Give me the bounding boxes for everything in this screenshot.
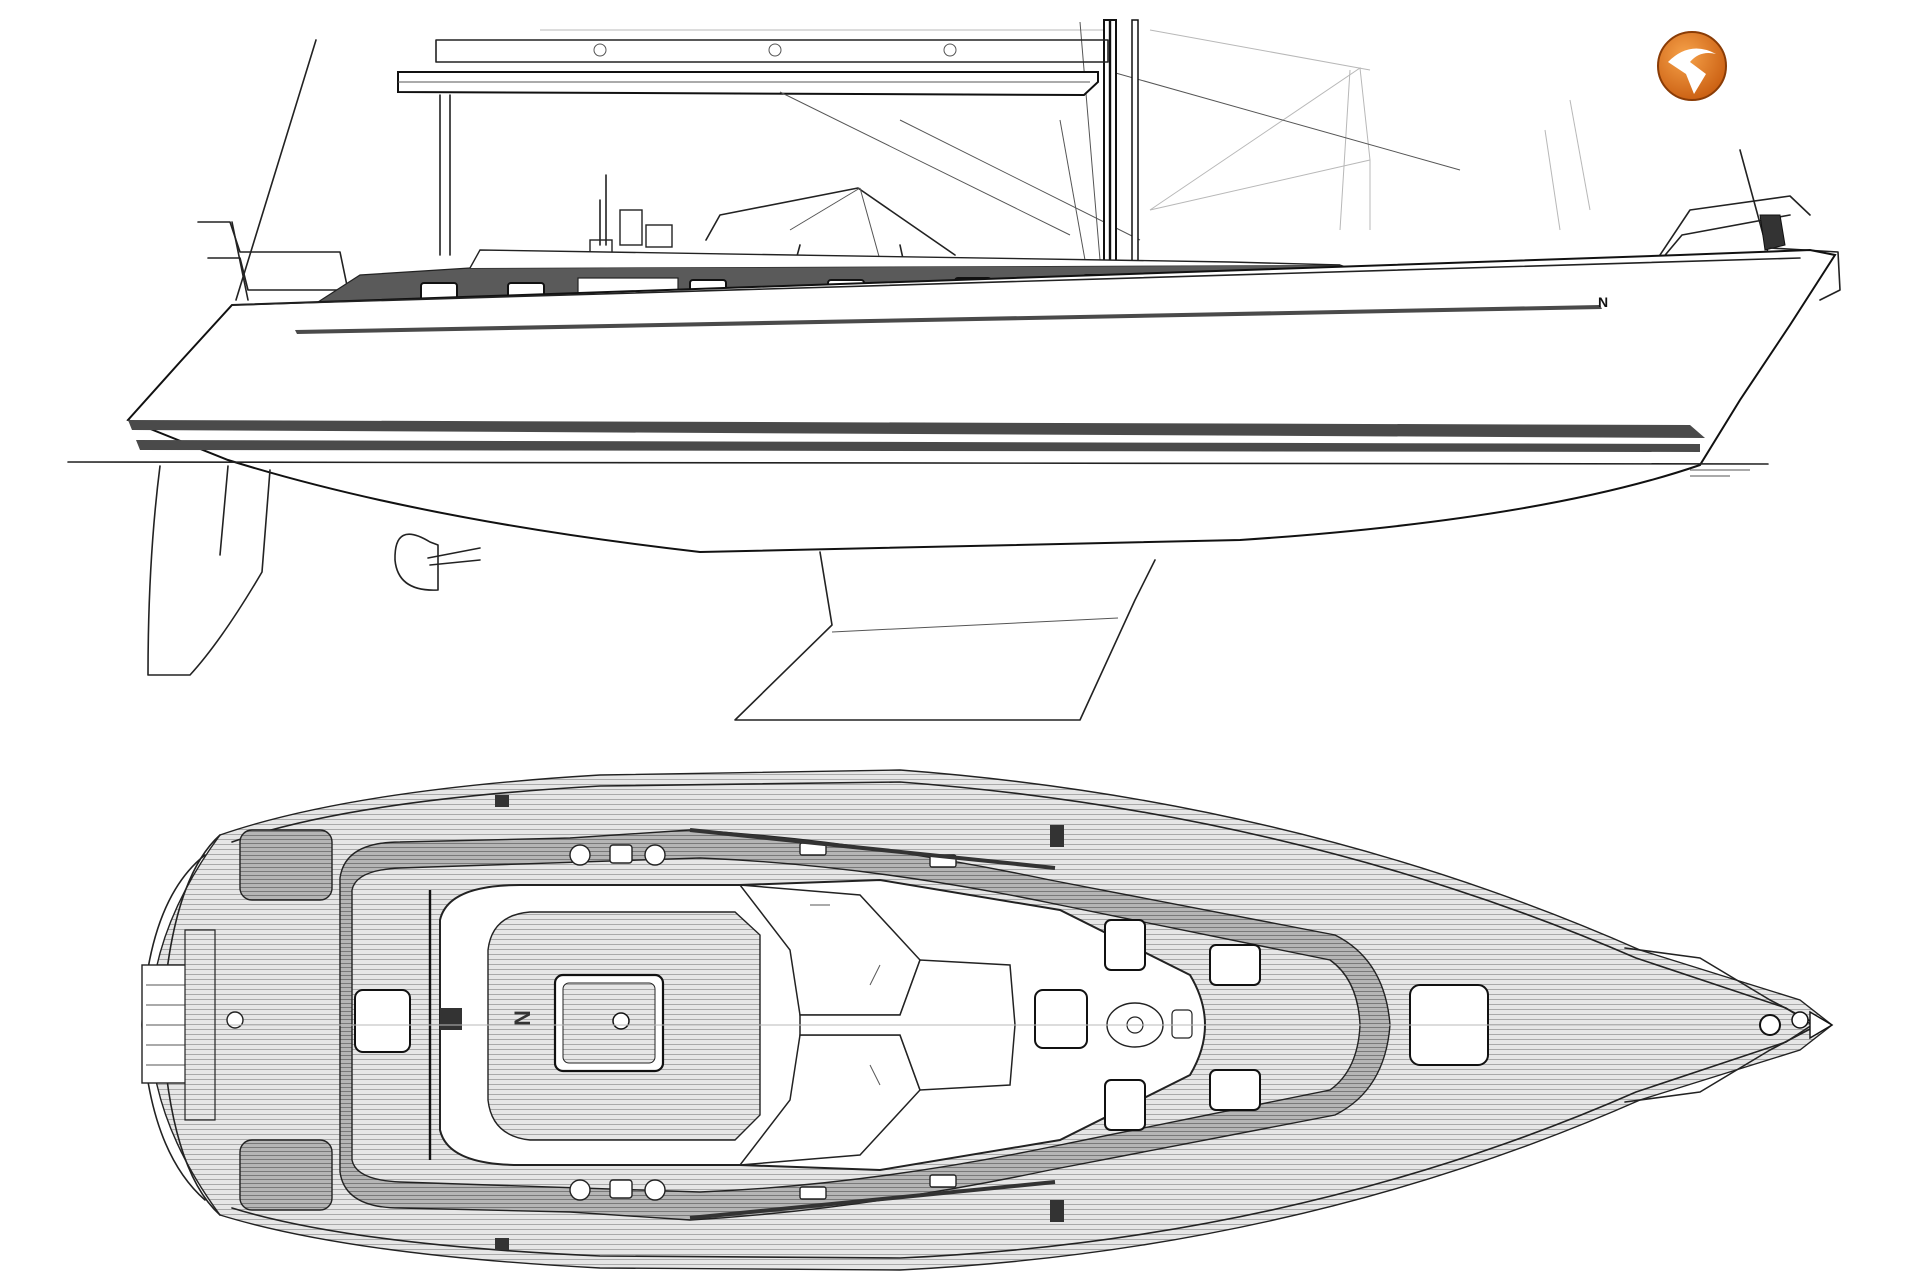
svg-text:N: N — [510, 1010, 535, 1026]
rigging-lines — [235, 21, 1591, 301]
underwater-appendages — [147, 465, 1156, 721]
hatch — [1209, 944, 1261, 986]
stern-pulpit — [197, 221, 351, 301]
boom — [397, 39, 1109, 256]
hatch — [1209, 1069, 1261, 1111]
hatch — [1104, 919, 1146, 971]
hatch — [354, 989, 411, 1053]
svg-text:N: N — [1598, 294, 1608, 310]
hull-profile: N — [126, 248, 1837, 554]
stern-seats — [239, 829, 333, 1211]
deck-plan-view: N — [141, 769, 1834, 1271]
genoa-tracks — [689, 828, 1056, 1220]
side-profile-view: N — [67, 19, 1841, 721]
aft-cabin-top: N — [487, 911, 761, 1141]
broker-logo-icon — [1657, 31, 1727, 101]
cockpit-hardware — [589, 174, 673, 259]
bow-fitting — [1624, 947, 1834, 1103]
mast — [1103, 19, 1139, 266]
hatch — [1104, 1079, 1146, 1131]
transom-platform — [141, 834, 244, 1216]
hatch — [1034, 989, 1088, 1049]
waterline — [67, 461, 1769, 477]
deck-fittings — [428, 795, 1064, 1250]
hatches — [354, 919, 1489, 1131]
bow-pulpit — [1639, 149, 1841, 301]
